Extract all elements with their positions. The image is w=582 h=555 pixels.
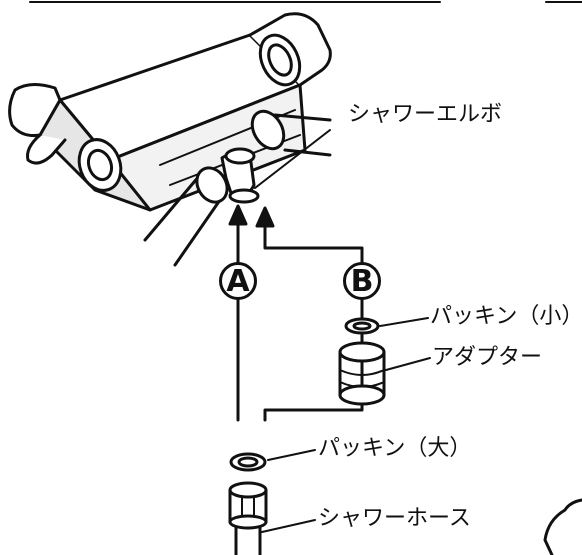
marker-a: A: [219, 262, 257, 300]
supply-pipe-left: [143, 166, 229, 267]
label-packing-large: パッキン（大）: [318, 436, 472, 461]
adapter-part: [338, 341, 386, 406]
shower-hose: [228, 481, 268, 555]
partial-figure: [543, 498, 582, 555]
label-shower-hose: シャワーホース: [318, 506, 471, 531]
leader-packing-small: [379, 317, 429, 327]
packing-large: [229, 452, 267, 472]
left-handle: [8, 83, 123, 192]
label-shower-elbow: シャワーエルボ: [348, 102, 503, 127]
supply-pipe-right: [250, 109, 332, 157]
shower-elbow: [220, 147, 260, 204]
marker-b: B: [343, 262, 381, 300]
label-adapter: アダプター: [432, 345, 543, 370]
label-packing-small: パッキン（小）: [430, 304, 582, 329]
right-handle: [248, 12, 332, 87]
leader-packing-large: [267, 449, 316, 461]
leader-adapter: [385, 357, 431, 371]
arrow-a: [228, 204, 248, 422]
leader-shower-elbow: [254, 129, 331, 189]
leader-shower-hose: [261, 519, 316, 533]
packing-small: [344, 317, 380, 335]
